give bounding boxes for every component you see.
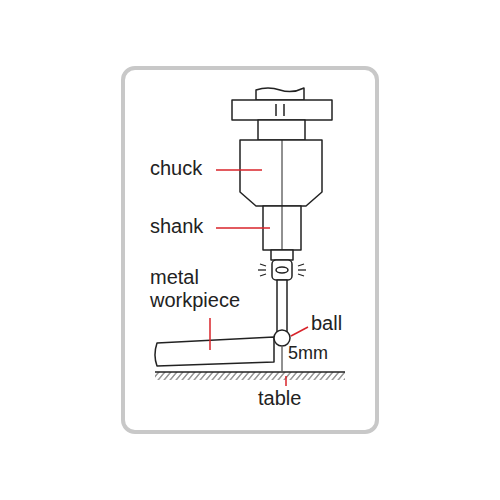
part-label: shank <box>150 215 203 238</box>
part-label: table <box>258 387 301 410</box>
probe-rod <box>277 280 287 332</box>
table-surface <box>155 371 345 373</box>
shank-tip <box>271 250 293 260</box>
shank-axis <box>282 206 283 250</box>
flange-slot <box>283 104 285 116</box>
joint-eye <box>276 267 288 273</box>
spindle-cap <box>256 88 304 100</box>
leader-line <box>216 169 262 171</box>
metal-workpiece <box>155 337 274 366</box>
part-label: ball <box>311 312 342 335</box>
dimension-line <box>282 347 283 371</box>
table-hatch <box>155 372 345 380</box>
leader-line <box>285 376 287 386</box>
part-label: chuck <box>150 157 202 180</box>
chuck-body <box>240 140 322 206</box>
vibration-marks <box>258 264 306 276</box>
card-frame <box>123 68 377 432</box>
chuck-flange <box>232 100 332 120</box>
leader-line <box>216 227 270 229</box>
leader-line <box>291 327 308 336</box>
spring-joint <box>272 260 292 280</box>
chuck-neck <box>258 120 305 140</box>
part-label: metal workpiece <box>150 266 265 312</box>
dimension-label: 5mm <box>288 343 328 364</box>
flange-slot <box>275 104 277 116</box>
probe-ball <box>274 330 290 346</box>
chuck-axis <box>282 140 283 206</box>
leader-line <box>209 318 211 350</box>
